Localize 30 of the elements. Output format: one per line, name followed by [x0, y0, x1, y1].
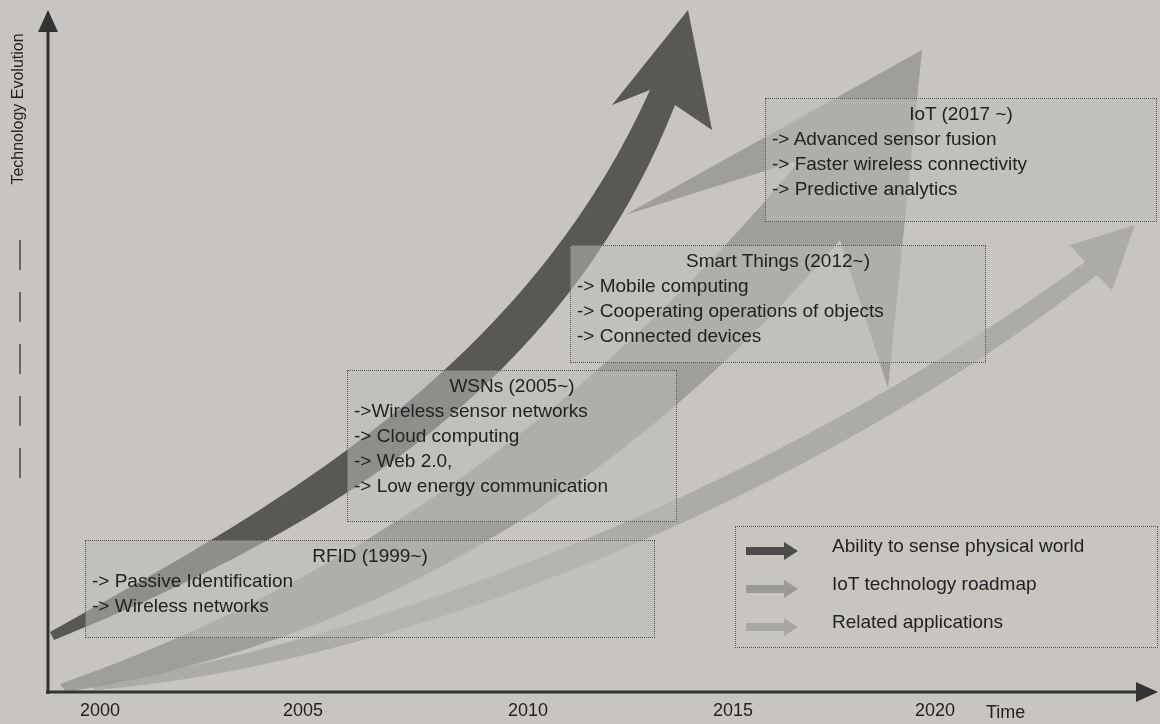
text-box	[85, 540, 655, 638]
list-item: -> Passive Identification	[92, 569, 295, 593]
box-heading: WSNs (2005~)	[448, 374, 576, 398]
tick-label: 2005	[283, 700, 324, 721]
list-item: -> Web 2.0,	[354, 449, 454, 473]
list-item: -> Mobile computing	[577, 274, 750, 298]
list-item: -> Faster wireless connectivity	[772, 152, 1028, 176]
tick-label: 2000	[80, 700, 121, 721]
legend-label: Ability to sense physical world	[832, 535, 1085, 557]
list-item: -> Low energy communication	[354, 474, 609, 498]
tick-label: 2015	[713, 700, 754, 721]
box-heading: RFID (1999~)	[311, 544, 429, 568]
list-item: -> Cloud computing	[354, 424, 521, 448]
tick-label: 2020	[915, 700, 956, 721]
text-box	[347, 370, 677, 522]
text-box	[570, 245, 986, 363]
list-item: -> Cooperating operations of objects	[577, 299, 885, 323]
list-item: ->Wireless sensor networks	[354, 399, 589, 423]
list-item: -> Predictive analytics	[772, 177, 959, 201]
list-item: -> Connected devices	[577, 324, 763, 348]
list-item: -> Advanced sensor fusion	[772, 127, 998, 151]
axis-title: Time	[986, 702, 1026, 723]
box-heading: IoT (2017 ~)	[908, 102, 1014, 126]
box-heading: Smart Things (2012~)	[685, 249, 871, 273]
legend-label: Related applications	[832, 611, 1004, 633]
axis-title: Technology Evolution	[9, 32, 27, 187]
text-box	[765, 98, 1157, 222]
legend-label: IoT technology roadmap	[832, 573, 1037, 595]
list-item: -> Wireless networks	[92, 594, 270, 618]
tick-label: 2010	[508, 700, 549, 721]
